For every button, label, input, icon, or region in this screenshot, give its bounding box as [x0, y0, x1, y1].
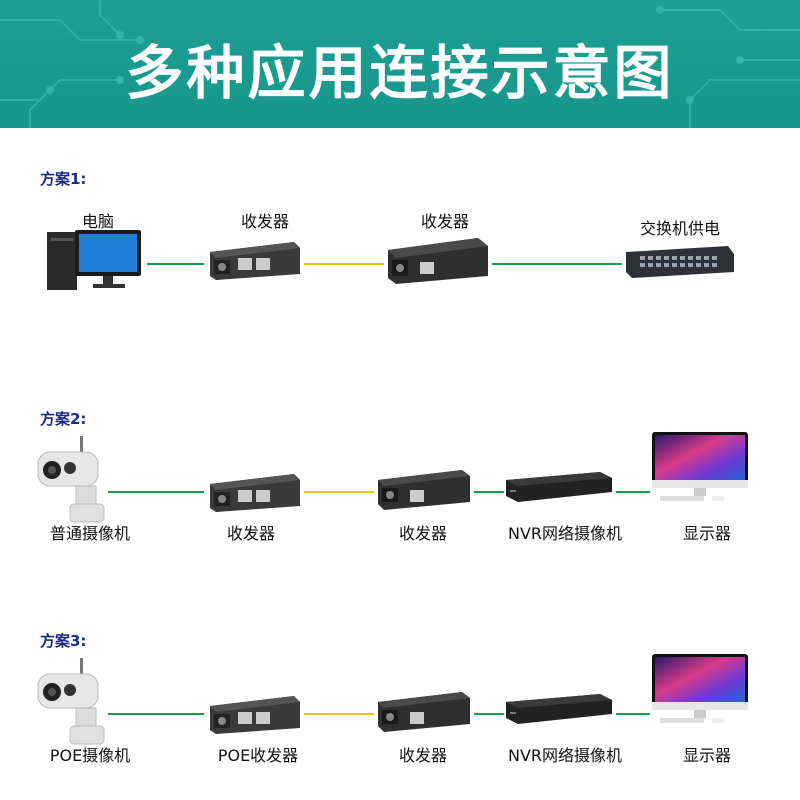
plan-1-link-ethernet-1 — [147, 263, 204, 265]
plan-3-link-ethernet-3 — [616, 713, 650, 715]
plan-3-link-ethernet-2 — [474, 713, 504, 715]
plan-2-link-ethernet-3 — [616, 491, 650, 493]
plan-1-label-transceiver-b: 收发器 — [420, 212, 470, 231]
plan-3-title: 方案3: — [40, 632, 87, 650]
header-banner: 多种应用连接示意图 — [0, 0, 800, 128]
nvr-icon — [506, 694, 612, 724]
network-switch-icon — [626, 246, 734, 278]
plan-3-label-camera: POE摄像机 — [49, 746, 131, 765]
plan-1-label-pc: 电脑 — [81, 212, 115, 231]
page-title: 多种应用连接示意图 — [125, 39, 675, 107]
plan-2-title: 方案2: — [40, 410, 87, 428]
transceiver-single-icon — [378, 470, 470, 510]
plan-2-label-monitor: 显示器 — [682, 524, 732, 543]
plan-3-label-transceiver-b: 收发器 — [398, 746, 448, 765]
transceiver-single-icon — [388, 238, 488, 284]
transceiver-single-icon — [378, 692, 470, 732]
plan-2-link-ethernet-2 — [474, 491, 504, 493]
plan-1-link-fiber — [304, 263, 384, 265]
plan-2-label-transceiver-a: 收发器 — [226, 524, 276, 543]
camera-icon — [37, 658, 105, 745]
circuit-pattern — [0, 0, 800, 128]
transceiver-dual-icon — [210, 696, 300, 734]
nvr-icon — [506, 472, 612, 502]
plan-3-link-ethernet-1 — [108, 713, 204, 715]
plan-2-label-transceiver-b: 收发器 — [398, 524, 448, 543]
plan-1-label-transceiver-a: 收发器 — [240, 212, 290, 231]
plan-2-label-nvr: NVR网络摄像机 — [507, 524, 623, 543]
plan-3-label-transceiver-a: POE收发器 — [217, 746, 299, 765]
monitor-icon — [652, 432, 748, 501]
plan-2-label-camera: 普通摄像机 — [49, 524, 131, 543]
plan-1-link-ethernet-2 — [492, 263, 622, 265]
transceiver-dual-icon — [210, 242, 300, 280]
plan-3-label-nvr: NVR网络摄像机 — [507, 746, 623, 765]
camera-icon — [37, 436, 105, 523]
pc-icon — [47, 230, 141, 290]
plan-3-link-fiber — [304, 713, 374, 715]
transceiver-dual-icon — [210, 474, 300, 512]
monitor-icon — [652, 654, 748, 723]
plan-2-link-ethernet-1 — [108, 491, 204, 493]
plan-2-link-fiber — [304, 491, 374, 493]
plan-3-label-monitor: 显示器 — [682, 746, 732, 765]
plan-1-label-switch: 交换机供电 — [639, 219, 721, 238]
plan-1-title: 方案1: — [40, 170, 87, 188]
